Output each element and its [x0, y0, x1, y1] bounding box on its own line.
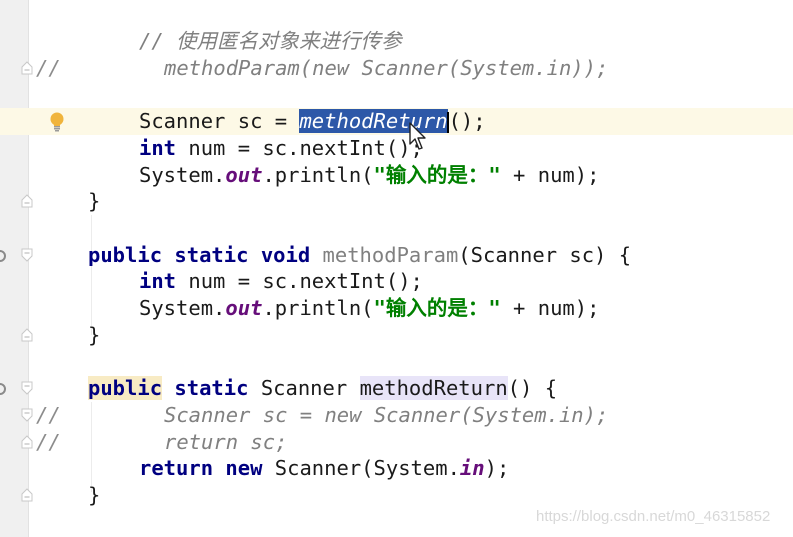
code-text: + num); [500, 163, 600, 187]
code-line[interactable]: } [0, 482, 793, 509]
fold-start-icon[interactable] [21, 248, 33, 262]
keyword: static [174, 376, 249, 400]
code-line[interactable]: System.out.println("输入的是：" + num); [0, 162, 793, 189]
string-literal: "输入的是：" [373, 296, 501, 320]
code-text: (); [448, 109, 486, 133]
code-text: + num); [500, 296, 600, 320]
keyword: public [88, 376, 163, 400]
fold-start-icon[interactable] [21, 381, 33, 395]
watermark: https://blog.csdn.net/m0_46315852 [536, 508, 771, 525]
method-name[interactable]: methodReturn [359, 376, 508, 400]
code-line[interactable]: public static Scanner methodReturn() { [0, 375, 793, 402]
fold-end-icon[interactable] [21, 194, 33, 208]
code-text: Scanner sc = [139, 109, 300, 133]
keyword: void [260, 243, 311, 267]
string-literal: "输入的是：" [373, 163, 501, 187]
code-text: .println( [262, 163, 374, 187]
code-line[interactable]: } [0, 188, 793, 215]
fold-end-icon[interactable] [21, 435, 33, 449]
code-line[interactable]: int num = sc.nextInt(); [0, 268, 793, 295]
method-name[interactable]: methodParam [322, 243, 459, 267]
closing-brace: } [88, 323, 101, 347]
code-line[interactable]: // return sc; [0, 429, 793, 456]
indent-guide [91, 215, 92, 335]
code-text: () { [507, 376, 558, 400]
gutter [0, 0, 29, 537]
code-line[interactable]: int num = sc.nextInt(); [0, 135, 793, 162]
implements-marker-icon[interactable] [0, 250, 6, 262]
code-text: (Scanner sc) { [458, 243, 632, 267]
type-name: Scanner [260, 376, 348, 400]
line-comment-marker: // [36, 403, 61, 427]
code-text: num = sc.nextInt(); [176, 269, 423, 293]
fold-end-icon[interactable] [21, 488, 33, 502]
commented-code: return sc; [164, 430, 288, 454]
code-line[interactable]: public static void methodParam(Scanner s… [0, 242, 793, 269]
implements-marker-icon[interactable] [0, 383, 6, 395]
code-text: ); [484, 456, 510, 480]
indent-guide [91, 402, 92, 492]
static-field: in [459, 456, 485, 480]
keyword: static [174, 243, 249, 267]
commented-code: methodParam(new Scanner(System.in)); [164, 56, 609, 80]
code-line-current[interactable]: Scanner sc = methodReturn(); [0, 108, 793, 135]
closing-brace: } [88, 483, 101, 507]
code-text: .println( [262, 296, 374, 320]
code-line[interactable]: // methodParam(new Scanner(System.in)); [0, 55, 793, 82]
commented-code: Scanner sc = new Scanner(System.in); [164, 403, 609, 427]
fold-end-icon[interactable] [21, 328, 33, 342]
code-line[interactable]: } [0, 322, 793, 349]
code-text: System. [139, 163, 226, 187]
keyword: new [225, 456, 263, 480]
selected-text[interactable]: methodReturn [299, 109, 448, 133]
keyword: public [88, 243, 163, 267]
code-line[interactable]: // Scanner sc = new Scanner(System.in); [0, 402, 793, 429]
lightbulb-icon[interactable] [49, 112, 65, 132]
fold-end-icon[interactable] [21, 61, 33, 75]
text-caret [446, 111, 449, 133]
keyword: return [139, 456, 214, 480]
code-line[interactable]: // 使用匿名对象来进行传参 [0, 28, 793, 55]
keyword: int [139, 269, 177, 293]
code-text: System. [139, 296, 226, 320]
code-line[interactable]: System.out.println("输入的是：" + num); [0, 295, 793, 322]
code-text: Scanner(System. [262, 456, 460, 480]
comment-text: // 使用匿名对象来进行传参 [139, 29, 402, 53]
line-comment-marker: // [36, 430, 61, 454]
code-text: num = sc.nextInt(); [176, 136, 423, 160]
mouse-pointer-icon [409, 122, 426, 150]
static-field: out [225, 296, 263, 320]
closing-brace: } [88, 189, 101, 213]
fold-start-icon[interactable] [21, 408, 33, 422]
static-field: out [225, 163, 263, 187]
keyword: int [139, 136, 177, 160]
code-line[interactable]: return new Scanner(System.in); [0, 455, 793, 482]
line-comment-marker: // [36, 56, 61, 80]
